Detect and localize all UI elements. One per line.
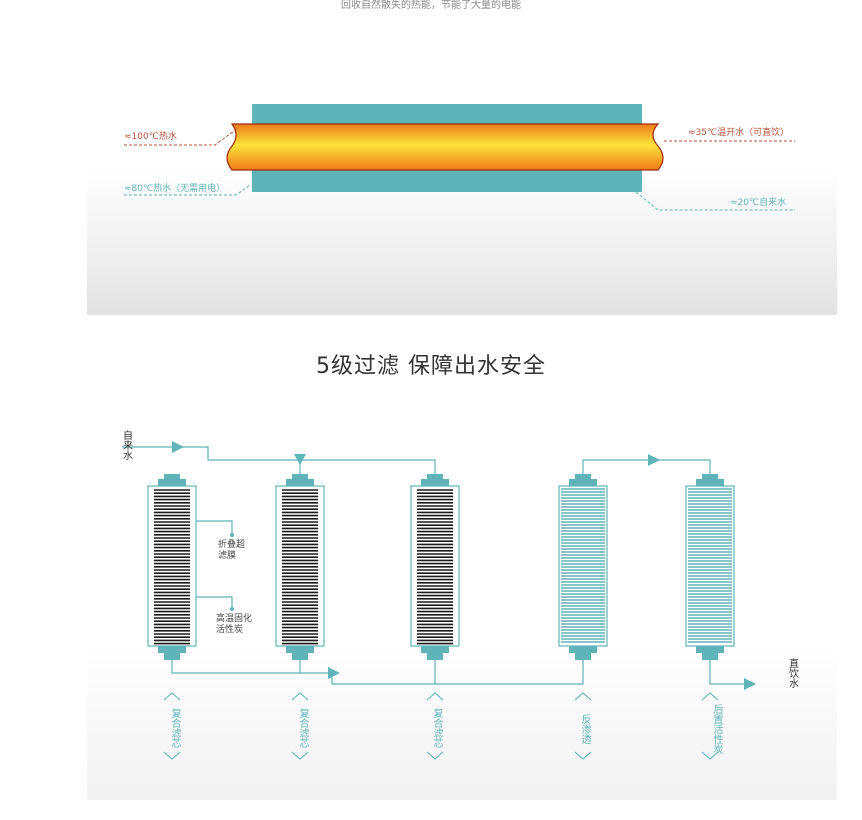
label-20c: ≈20℃自来水 <box>730 198 787 208</box>
flow-line-bottom-2 <box>300 660 584 685</box>
stage-label-1: 复合滤芯 <box>169 708 180 748</box>
cartridge-cap-bottom <box>427 652 443 660</box>
flow-line-ro-out <box>582 459 711 474</box>
annotation-dot-carbon <box>230 607 234 611</box>
flow-arrow-bottom <box>328 667 340 679</box>
stage-label-2: 复合滤芯 <box>297 708 308 748</box>
filter-cartridge-5 <box>685 474 735 660</box>
annotation-line-membrane <box>192 520 233 533</box>
flow-line-bottom-1 <box>171 660 301 674</box>
flow-line-outlet <box>709 660 752 685</box>
section-title: 5级过滤 保障出水安全 <box>316 354 546 379</box>
stage-chevron-up <box>163 692 181 701</box>
cartridge-cap-bottom <box>164 652 180 660</box>
cartridge-cap-top <box>158 479 186 487</box>
stage-chevron-up <box>574 692 592 701</box>
cartridge-cap-top <box>292 474 308 480</box>
stage-chevron-up <box>291 692 309 701</box>
flow-arrow-ro <box>648 454 660 466</box>
stage-chevron-down <box>426 751 444 760</box>
top-caption: 回收自然散失的热能，节能了大量的电能 <box>341 0 521 11</box>
stage-label-4: 反渗透 <box>579 714 590 744</box>
label-80c: ≈80℃热水（无需用电） <box>124 184 226 194</box>
cartridge-cap-top <box>702 474 718 480</box>
stage-chevron-down <box>701 751 719 760</box>
cartridge-cap-bottom <box>421 645 449 653</box>
stage-chevron-up <box>701 692 719 701</box>
label-35c: ≈35℃温开水（可直饮） <box>688 128 790 138</box>
filter-cartridge-4 <box>558 474 608 660</box>
cartridge-cap-top <box>164 474 180 480</box>
flow-arrow-inlet <box>172 441 184 453</box>
label-100c: ≈100℃热水 <box>124 132 177 142</box>
annotation-carbon: 高温固化活性炭 <box>216 614 253 635</box>
cartridge-cap-bottom <box>292 652 308 660</box>
filter-cartridge-1 <box>147 474 197 660</box>
flow-arrow-stage-2 <box>294 454 306 465</box>
cartridge-cap-bottom <box>158 645 186 653</box>
cartridge-cap-top <box>286 479 314 487</box>
cartridge-cap-bottom <box>569 645 597 653</box>
flow-arrow-outlet <box>744 678 756 690</box>
stage-label-3: 复合滤芯 <box>431 708 442 748</box>
stage-chevron-up <box>426 692 444 701</box>
cartridge-cap-top <box>575 474 591 480</box>
filter-cartridge-2 <box>275 474 325 660</box>
cartridge-cap-top <box>421 479 449 487</box>
inlet-label: 自来水 <box>123 431 133 462</box>
outlet-label: 直饮水 <box>789 659 799 690</box>
stage-chevron-down <box>574 751 592 760</box>
heat-exchanger-diagram <box>124 104 795 211</box>
annotation-line-carbon <box>192 596 233 607</box>
stage-chevron-down <box>291 751 309 760</box>
leader-100 <box>124 127 239 146</box>
flow-line-inlet <box>122 446 436 474</box>
cartridge-cap-top <box>427 474 443 480</box>
cartridge-cap-top <box>696 479 724 487</box>
cartridge-cap-bottom <box>575 652 591 660</box>
filter-cartridge-3 <box>410 474 460 660</box>
cartridge-cap-bottom <box>286 645 314 653</box>
leader-80 <box>124 184 251 196</box>
stage-chevron-down <box>163 751 181 760</box>
hot-water-pipe <box>226 123 664 171</box>
cartridge-cap-bottom <box>702 652 718 660</box>
cartridge-cap-bottom <box>696 645 724 653</box>
annotation-dot-membrane <box>230 533 234 537</box>
cartridge-cap-top <box>569 479 597 487</box>
annotation-membrane: 折叠超滤膜 <box>218 540 246 561</box>
stage-label-5: 后置活性炭 <box>711 704 722 754</box>
